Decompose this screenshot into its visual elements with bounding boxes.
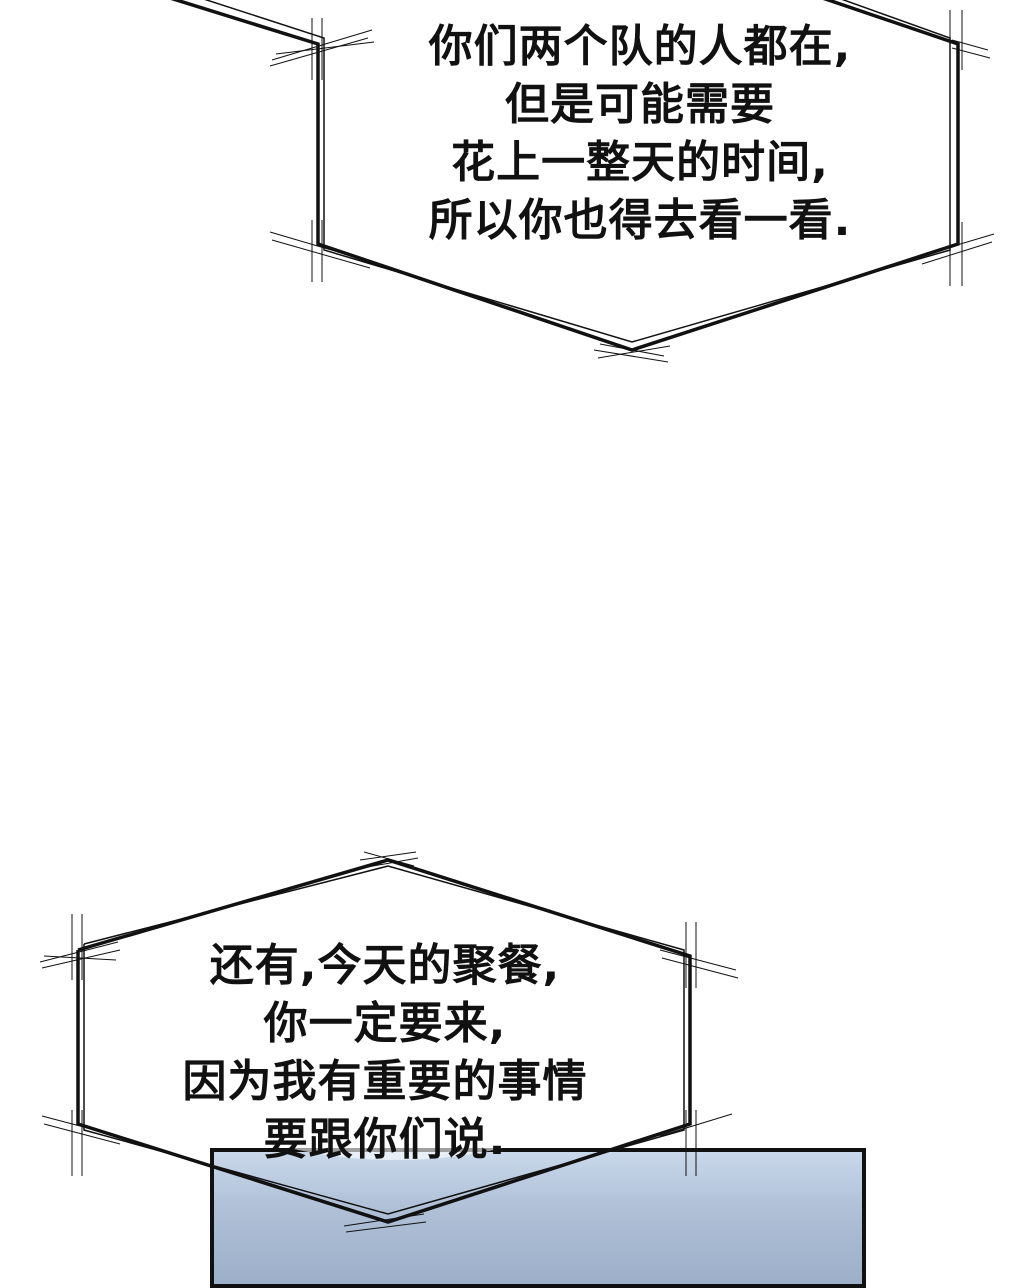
bubble-2-line-3: 因为我有重要的事情 (182, 1056, 588, 1107)
bubble-2-line-2: 你一定要来, (263, 998, 507, 1049)
bubble-1-line-2: 但是可能需要 (505, 79, 775, 130)
bubble-2-line-4: 要跟你们说. (263, 1114, 507, 1165)
comic-panel (210, 1148, 866, 1288)
bubble-2-line-1: 还有,今天的聚餐, (209, 940, 561, 991)
bubble-1-line-3: 花上一整天的时间, (451, 137, 829, 188)
speech-bubble-1-text: 你们两个队的人都在, 但是可能需要 花上一整天的时间, 所以你也得去看一看. (390, 18, 890, 250)
bubble-1-line-1: 你们两个队的人都在, (428, 21, 852, 72)
speech-bubble-2-text: 还有,今天的聚餐, 你一定要来, 因为我有重要的事情 要跟你们说. (130, 937, 640, 1169)
bubble-1-line-4: 所以你也得去看一看. (428, 195, 852, 246)
